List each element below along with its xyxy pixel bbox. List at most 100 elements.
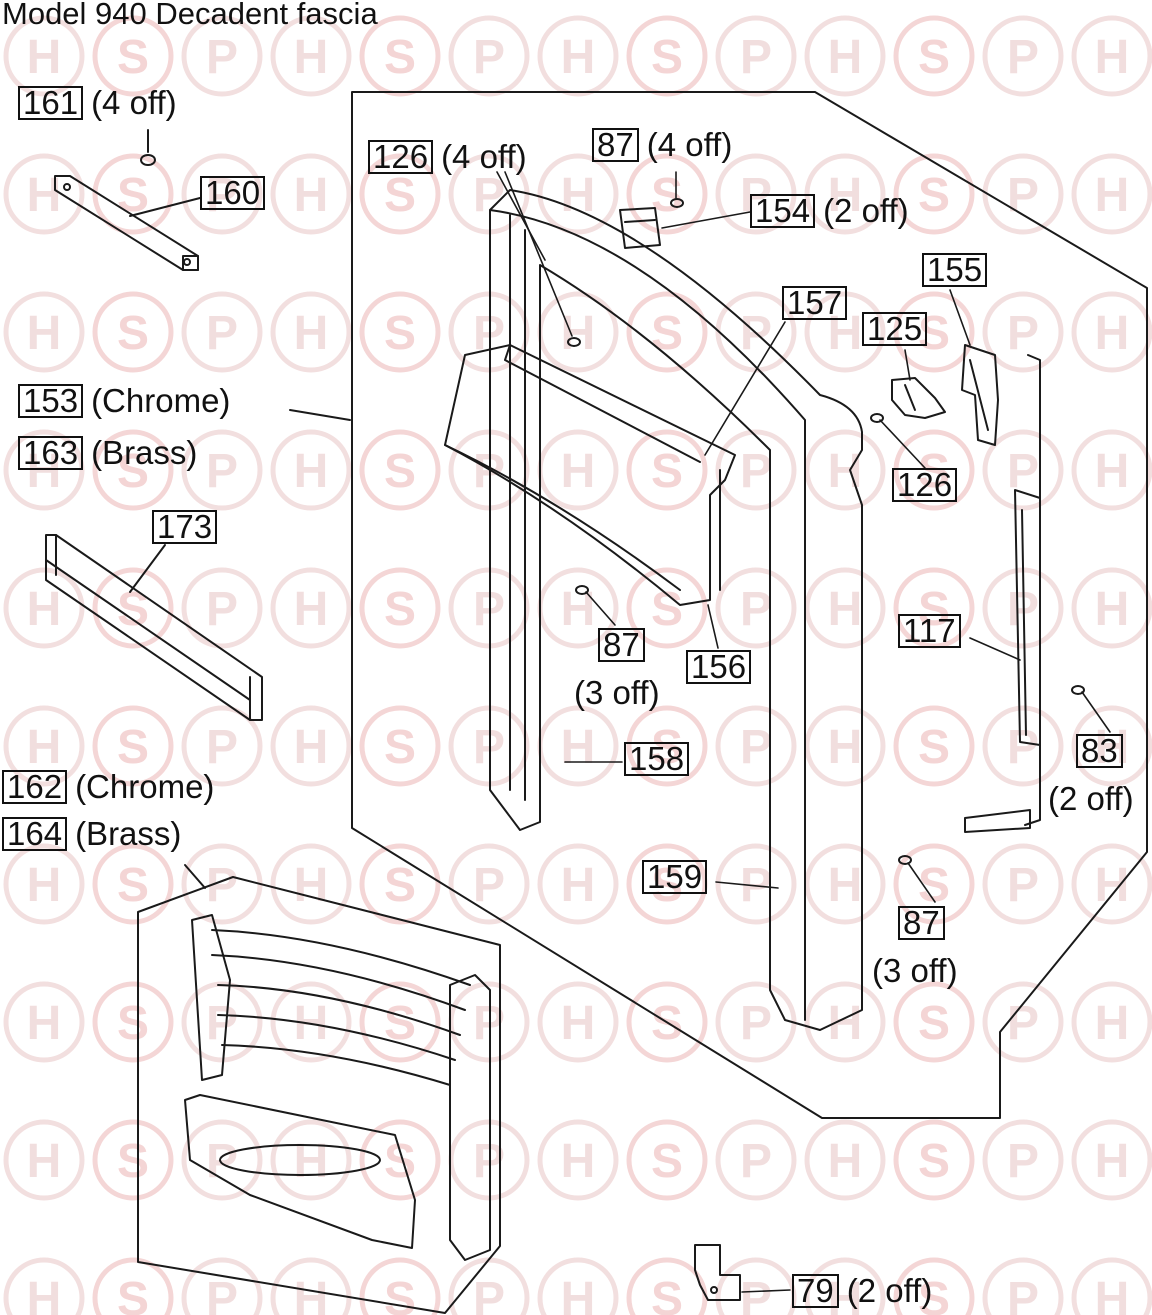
- watermark-letter: H: [1095, 31, 1130, 84]
- watermark-circle: [270, 567, 352, 649]
- watermark-circle: [982, 705, 1064, 787]
- watermark-circle: [626, 15, 708, 97]
- part-number[interactable]: 161: [18, 86, 84, 120]
- watermark-letter: H: [294, 307, 329, 360]
- watermark-circle: [3, 705, 85, 787]
- watermark-circle: [3, 291, 85, 373]
- watermark-circle: [3, 1257, 85, 1315]
- part-number[interactable]: 117: [898, 614, 961, 648]
- part-126-screw-left: [567, 337, 581, 347]
- watermark-letter: H: [828, 583, 863, 636]
- part-number[interactable]: 87: [898, 906, 945, 940]
- watermark-circle: [1071, 429, 1152, 511]
- part-number[interactable]: 125: [862, 312, 928, 346]
- callout-126-top: 126(4 off): [368, 138, 527, 176]
- part-number[interactable]: 126: [892, 468, 958, 502]
- part-number[interactable]: 160: [200, 176, 266, 210]
- watermark-letter: P: [740, 1135, 772, 1188]
- watermark-circle: [92, 981, 174, 1063]
- quantity-note: (4 off): [646, 126, 733, 163]
- watermark-circle: [804, 981, 886, 1063]
- watermark-circle: [359, 843, 441, 925]
- part-number[interactable]: 159: [642, 860, 708, 894]
- watermark-circle: [270, 705, 352, 787]
- part-number[interactable]: 126: [368, 140, 434, 174]
- part-number[interactable]: 162: [2, 770, 68, 804]
- watermark-letter: S: [918, 307, 950, 360]
- part-number[interactable]: 173: [152, 510, 218, 544]
- part-number[interactable]: 164: [2, 817, 68, 851]
- watermark-letter: H: [561, 445, 596, 498]
- part-number[interactable]: 87: [598, 628, 645, 662]
- part-83-screw: [1071, 685, 1085, 695]
- watermark-circle: [982, 981, 1064, 1063]
- watermark-circle: [893, 429, 975, 511]
- watermark-circle: [270, 1119, 352, 1201]
- watermark-circle: [982, 291, 1064, 373]
- watermark-letter: H: [1095, 1273, 1130, 1315]
- watermark-circle: [626, 843, 708, 925]
- callout-117: 117: [898, 612, 969, 650]
- watermark-circle: [626, 567, 708, 649]
- part-number[interactable]: 154: [750, 194, 816, 228]
- watermark-circle: [181, 1257, 263, 1315]
- watermark-circle: [92, 1119, 174, 1201]
- watermark-circle: [1071, 1257, 1152, 1315]
- watermark-letter: S: [651, 1273, 683, 1315]
- watermark-circle: [626, 705, 708, 787]
- quantity-note: (2 off): [1048, 780, 1134, 817]
- part-number[interactable]: 157: [782, 286, 848, 320]
- part-125-bracket: [891, 377, 946, 419]
- watermark-circle: [3, 429, 85, 511]
- watermark-circle: [626, 153, 708, 235]
- callout-87-bottom-qty: (3 off): [872, 952, 958, 990]
- part-number[interactable]: 79: [792, 1274, 839, 1308]
- watermark-letter: H: [828, 169, 863, 222]
- watermark-circle: [804, 843, 886, 925]
- part-number[interactable]: 83: [1076, 734, 1123, 768]
- fret-boundary: [137, 876, 501, 1314]
- watermark-letter: S: [651, 31, 683, 84]
- callout-154: 154(2 off): [750, 192, 909, 230]
- watermark-letter: S: [117, 307, 149, 360]
- watermark-letter: H: [828, 859, 863, 912]
- watermark-circle: [893, 15, 975, 97]
- watermark-circle: [626, 429, 708, 511]
- watermark-letter: P: [473, 1273, 505, 1315]
- watermark-letter: S: [117, 997, 149, 1050]
- watermark-circle: [982, 1119, 1064, 1201]
- watermark-circle: [92, 705, 174, 787]
- part-number[interactable]: 153: [18, 384, 84, 418]
- part-number[interactable]: 156: [686, 650, 752, 684]
- watermark-circle: [537, 981, 619, 1063]
- watermark-letter: H: [1095, 307, 1130, 360]
- part-87-screw-top: [670, 198, 684, 208]
- quantity-note: (4 off): [441, 138, 527, 175]
- watermark-letter: H: [294, 169, 329, 222]
- callout-164: 164(Brass): [2, 815, 181, 853]
- watermark-circle: [1071, 291, 1152, 373]
- watermark-letter: P: [1007, 859, 1039, 912]
- part-number[interactable]: 155: [922, 253, 988, 287]
- watermark-letter: H: [828, 1273, 863, 1315]
- watermark-letter: H: [27, 1135, 62, 1188]
- watermark-letter: H: [294, 445, 329, 498]
- part-number[interactable]: 163: [18, 436, 84, 470]
- watermark-circle: [715, 15, 797, 97]
- watermark-letter: P: [206, 307, 238, 360]
- leader-lines: [496, 171, 1111, 1293]
- watermark-letter: H: [1095, 721, 1130, 774]
- callout-160: 160: [200, 174, 273, 212]
- watermark-letter: S: [117, 31, 149, 84]
- quantity-note: (3 off): [872, 952, 958, 989]
- watermark-letter: H: [27, 445, 62, 498]
- watermark-letter: S: [384, 445, 416, 498]
- part-number[interactable]: 158: [624, 742, 690, 776]
- watermark-letter: S: [651, 583, 683, 636]
- watermark-letter: S: [918, 1135, 950, 1188]
- part-number[interactable]: 87: [592, 128, 639, 162]
- watermark-letter: S: [384, 721, 416, 774]
- part-117-rod: [964, 354, 1041, 833]
- finish-note: (Brass): [91, 434, 198, 471]
- watermark-circle: [537, 15, 619, 97]
